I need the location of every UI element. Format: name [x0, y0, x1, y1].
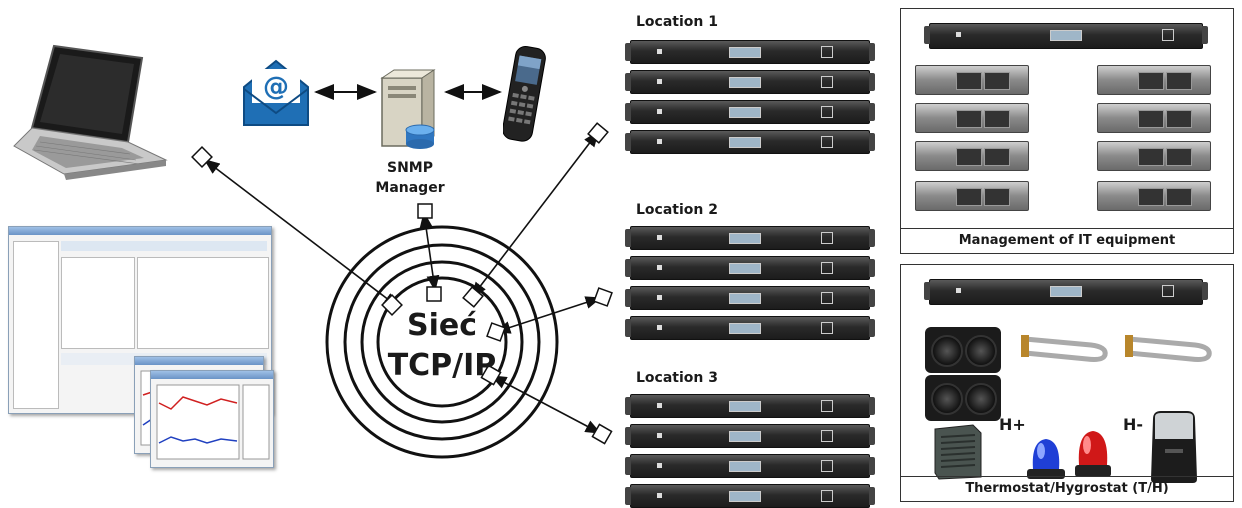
server-unit [915, 181, 1029, 211]
it-equipment-panel: Management of IT equipment [900, 8, 1234, 254]
chart-thumbnail-2 [156, 384, 270, 460]
it-panel-title: Management of IT equipment [901, 228, 1233, 253]
arrow-location2 [494, 296, 602, 334]
network-rings [325, 225, 559, 459]
arrow-laptop [203, 159, 400, 308]
fan-unit [925, 375, 1001, 421]
rack-device [625, 40, 875, 64]
snmp-manager-label: SNMP Manager [370, 158, 450, 198]
chart-window-2 [150, 370, 274, 468]
rack-device [625, 394, 875, 418]
rack-device [625, 256, 875, 280]
server-unit [1097, 141, 1211, 171]
server-unit [1097, 181, 1211, 211]
network-label-line2: TCP/IP [387, 348, 497, 383]
red-siren-icon [1075, 431, 1111, 477]
location-3-label: Location 3 [636, 370, 718, 386]
heater-icon [1021, 335, 1108, 362]
rack-device [625, 454, 875, 478]
svg-text:@: @ [263, 72, 289, 102]
arrow-snmp [419, 211, 440, 292]
panel-controller-device [924, 279, 1208, 305]
server-unit [915, 141, 1029, 171]
fan-unit [925, 327, 1001, 373]
network-label-line1: Sieć [406, 308, 478, 343]
server-unit [1097, 103, 1211, 133]
arrow-location1 [471, 130, 599, 299]
endpoint-markers [191, 122, 613, 445]
rack-device [625, 484, 875, 508]
arrow-location3 [490, 375, 602, 434]
rack-device [625, 100, 875, 124]
thermostat-panel: H+ H- Thermostat/Hygrostat (T/H) [900, 264, 1234, 502]
rack-device [625, 424, 875, 448]
heater-icon [1125, 335, 1212, 362]
rack-device [625, 70, 875, 94]
server-unit [915, 65, 1029, 95]
snmp-label-line1: SNMP [387, 160, 433, 176]
hygro-minus-label: H- [1123, 415, 1144, 434]
location-1-label: Location 1 [636, 14, 718, 30]
rack-device [625, 316, 875, 340]
blue-siren-icon [1027, 439, 1065, 479]
snmp-label-line2: Manager [375, 180, 445, 196]
server-icon [380, 69, 436, 149]
dehumidifier-icon [934, 424, 982, 480]
rack-device [625, 130, 875, 154]
phone-icon [503, 46, 546, 142]
hygro-plus-label: H+ [999, 415, 1026, 434]
server-unit [915, 103, 1029, 133]
humidifier-icon [1151, 411, 1197, 483]
email-icon: @ [243, 59, 309, 126]
server-unit [1097, 65, 1211, 95]
panel-controller-device [924, 23, 1208, 49]
rack-device [625, 226, 875, 250]
location-2-label: Location 2 [636, 202, 718, 218]
network-label: Sieć TCP/IP [372, 306, 512, 386]
rack-device [625, 286, 875, 310]
thermostat-panel-title: Thermostat/Hygrostat (T/H) [901, 476, 1233, 501]
laptop-icon [13, 44, 168, 180]
